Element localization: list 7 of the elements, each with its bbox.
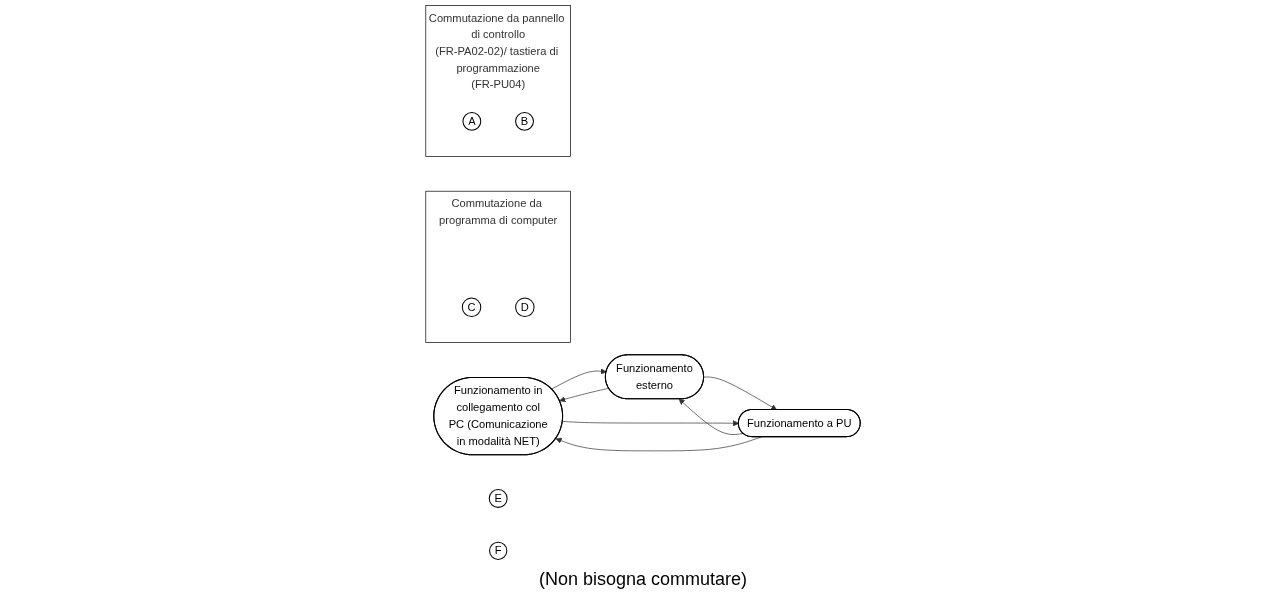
- note-text: (Non bisogna commutare): [538, 569, 748, 590]
- node-circle: F: [489, 541, 508, 560]
- node-circle: A: [462, 111, 482, 131]
- node-circle: E: [488, 489, 508, 508]
- node-circle: B: [515, 111, 534, 131]
- node-circle: C: [461, 297, 482, 318]
- node-circle: D: [515, 297, 535, 318]
